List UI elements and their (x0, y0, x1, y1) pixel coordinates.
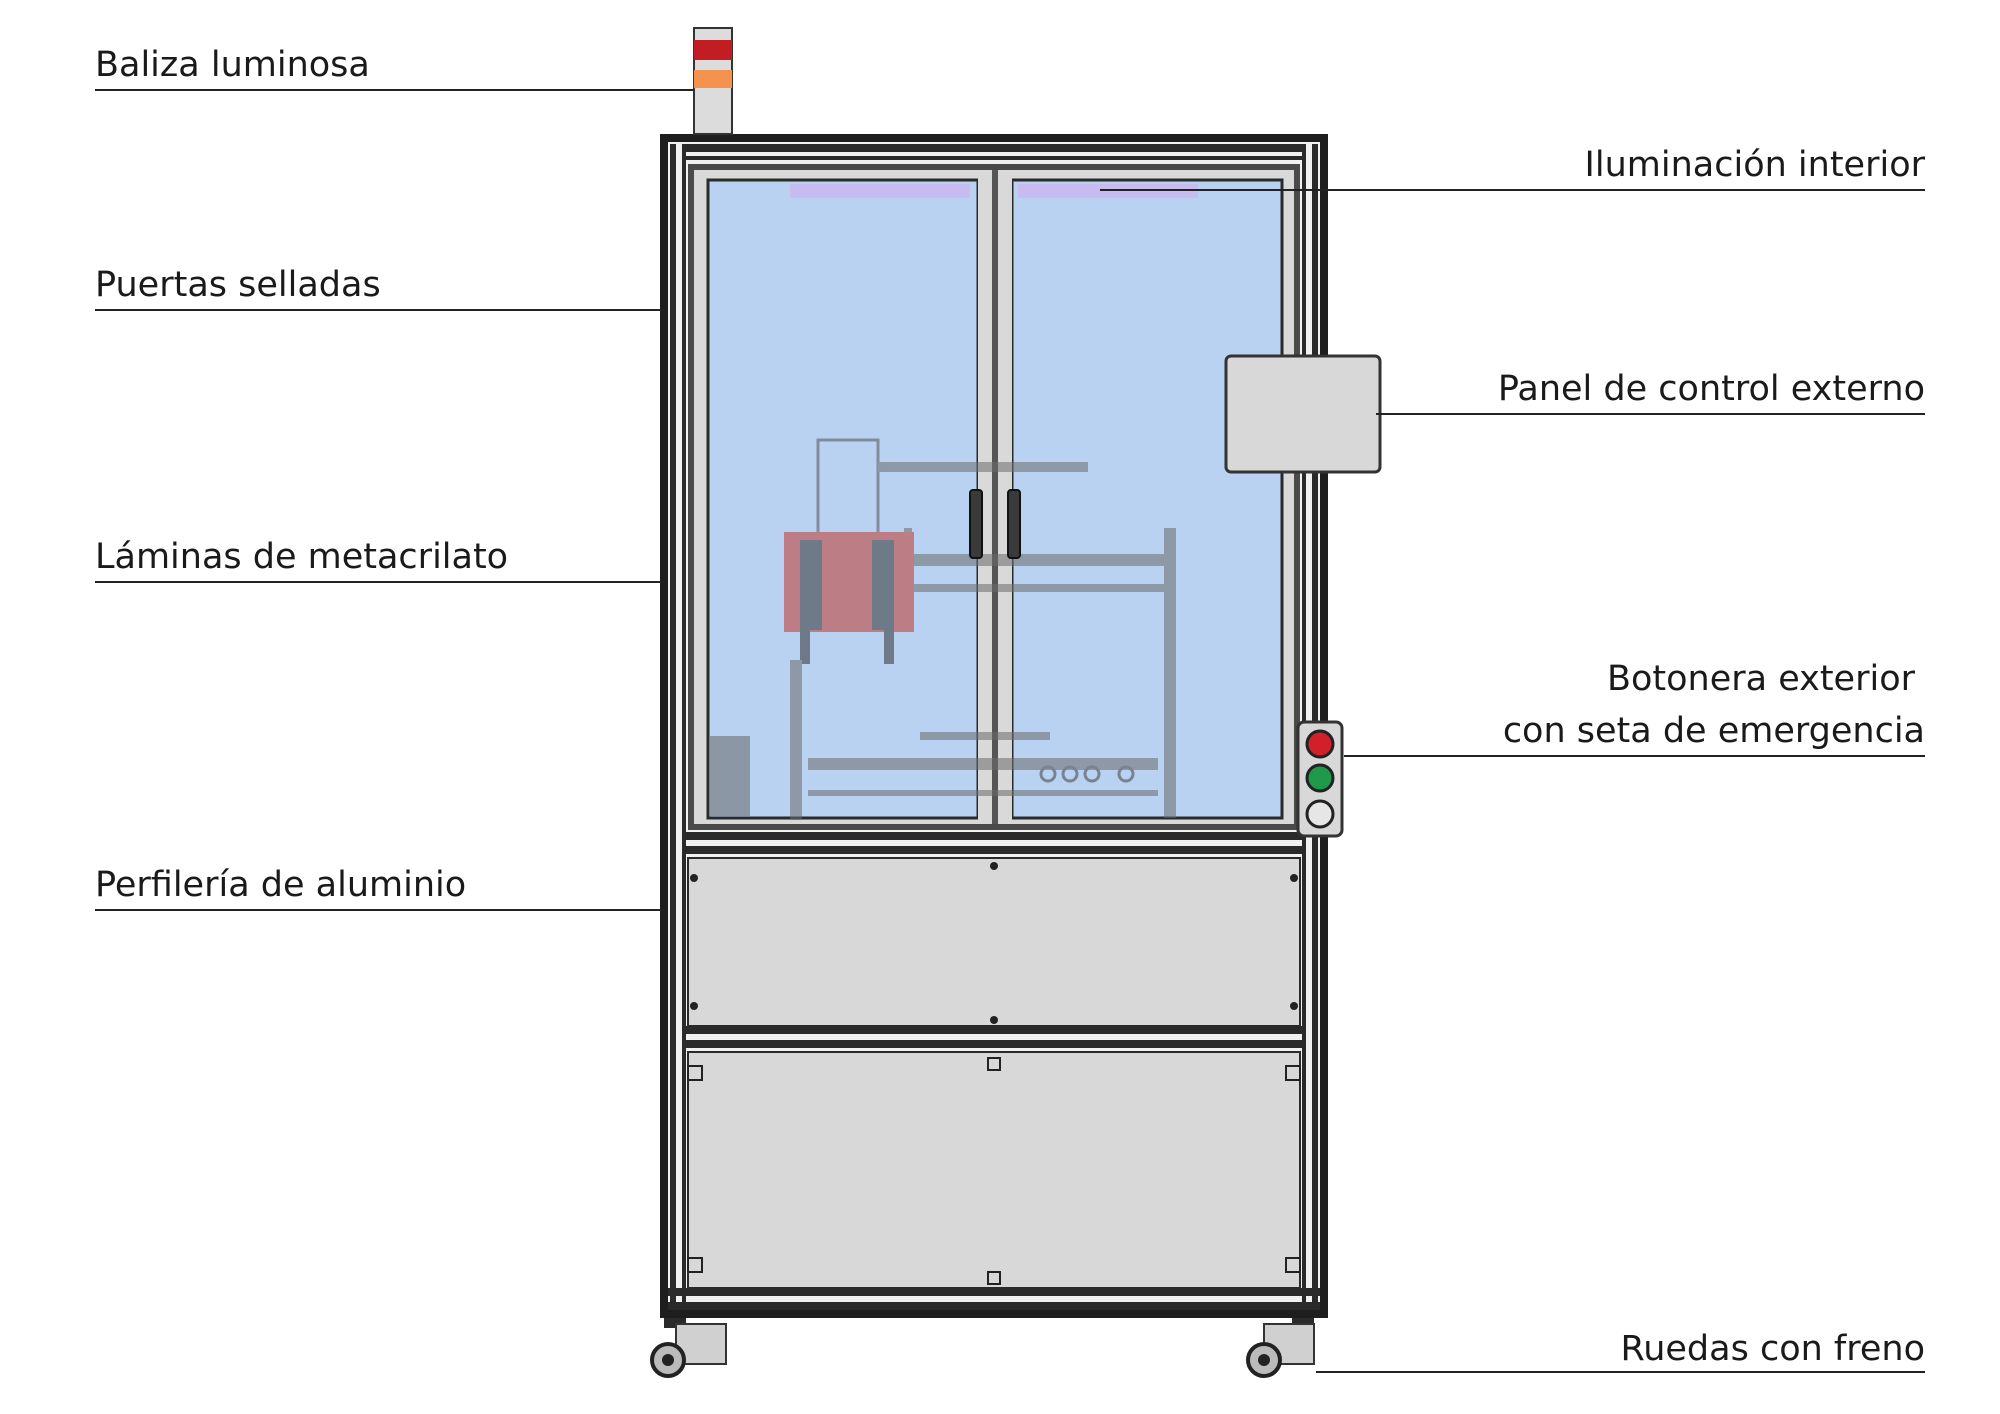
callout-wheels: Ruedas con freno (1316, 1329, 1925, 1373)
beacon-light-icon (693, 27, 733, 135)
callout-lighting: Iluminación interior (1100, 145, 1926, 191)
callout-beacon: Baliza luminosa (95, 45, 694, 91)
caster-wheel-icon (650, 1318, 727, 1378)
label-doors: Puertas selladas (95, 265, 381, 305)
label-buttons-line2: con seta de emergencia (1503, 711, 1925, 751)
button-station (1296, 720, 1344, 838)
lower-panel-top (687, 857, 1301, 1027)
label-panel: Panel de control externo (1498, 369, 1925, 409)
external-control-panel[interactable] (1224, 354, 1382, 474)
label-sheets: Láminas de metacrilato (95, 537, 508, 577)
door-handle-icon[interactable] (969, 489, 983, 559)
caster-wheel-icon (1246, 1318, 1315, 1378)
callout-sheets: Láminas de metacrilato (95, 537, 662, 583)
emergency-button-icon[interactable] (1305, 729, 1335, 759)
white-button-icon[interactable] (1305, 799, 1335, 829)
acrylic-sheet-left (706, 178, 980, 820)
start-button-icon[interactable] (1305, 763, 1335, 793)
label-profiles: Perfilería de aluminio (95, 865, 466, 905)
enclosure-cabinet (660, 134, 1328, 1318)
callout-doors: Puertas selladas (95, 265, 662, 311)
callout-panel: Panel de control externo (1376, 369, 1925, 415)
callout-buttons: Botonera exterior con seta de emergencia (1344, 659, 1925, 757)
callout-profiles: Perfilería de aluminio (95, 865, 662, 911)
lower-panel-bottom (687, 1051, 1301, 1289)
label-buttons-line1: Botonera exterior (1607, 659, 1916, 699)
label-lighting: Iluminación interior (1585, 145, 1926, 185)
interior-light-strip-left (790, 184, 970, 198)
label-wheels: Ruedas con freno (1620, 1329, 1925, 1369)
acrylic-sheet-right (1010, 178, 1284, 820)
interior-machine (710, 438, 1176, 820)
label-beacon: Baliza luminosa (95, 45, 370, 85)
door-handle-icon[interactable] (1007, 489, 1021, 559)
